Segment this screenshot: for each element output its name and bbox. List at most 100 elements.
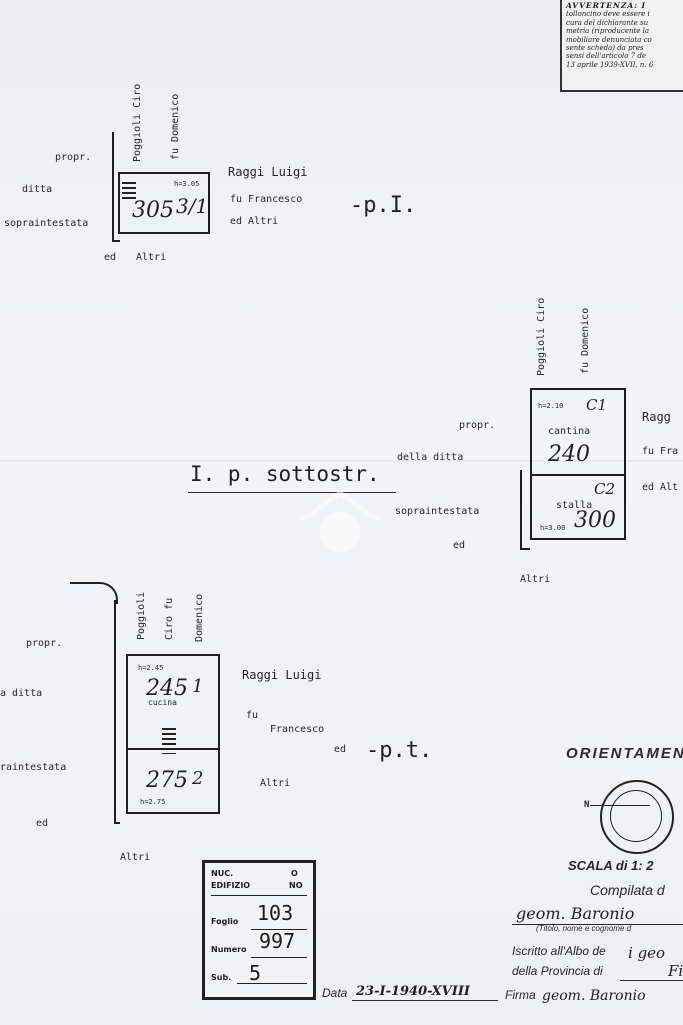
north-label: N [584,800,590,810]
room-plan [530,472,626,540]
room-height: h=2.10 [538,402,564,410]
others-label: ed [104,252,117,263]
others-label: ed [453,540,466,551]
date-label: Data [322,986,348,1000]
room-sub: 3/1 [176,194,209,218]
room-height: h=2.45 [138,664,164,672]
owner-label: ditta [22,184,53,195]
owner-label: propr. [55,152,92,163]
room-plan [118,172,210,234]
name-caption: (Titolo, nome e cognome d [536,924,632,933]
room-code: C2 [594,480,616,498]
foglio-value: 103 [257,901,294,925]
title-underline [188,492,396,493]
warning-line: sensi dell'articolo 7 de [566,52,647,61]
neighbor-father-vertical: Domenico [194,593,205,642]
foglio-label: Foglio [211,917,239,926]
room-number: 305 [132,198,174,223]
owner-label: propr. [459,420,496,431]
watermark-logo-icon [298,490,382,552]
neighbor-others: Altri [260,778,291,789]
room-code: C1 [586,396,608,414]
owner-label: della ditta [397,452,464,463]
orientation-label: ORIENTAMEN [566,745,683,762]
warning-line: cura del dichiarante su [566,18,649,27]
neighbor-ed: ed [334,744,347,755]
room-plan [126,746,220,814]
edificio-end: NO [289,881,303,890]
signature-label: Firma [505,988,536,1002]
owner-label: propr. [26,638,63,649]
province-label: della Provincia di [512,964,603,978]
cadastral-stamp: NUC. O EDIFIZIO NO Foglio 103 Numero 997… [202,860,316,1000]
stamp-divider [251,957,307,958]
neighbor-father-vertical: Ciro fu [164,597,175,640]
room-sub: 1 [192,676,204,697]
warning-line: 13 aprile 1939-XVII, n. 6 [566,60,654,69]
neighbor-father: fu Francesco [230,194,303,205]
neighbor-fu: fu [246,710,259,721]
room-number: 240 [548,442,590,467]
province-underline [620,980,683,981]
albo-value: i geo [628,944,666,962]
room-name: stalla [556,500,593,511]
neighbor-father-vertical: fu Domenico [170,93,181,160]
stamp-divider [251,929,307,930]
edificio-label: EDIFIZIO [211,881,251,890]
warning-line: mobiliare denunciata co [566,35,652,44]
neighbor-father: Francesco [270,724,325,735]
surveyor-name: geom. Baronio [516,904,635,923]
wall-curve [70,582,118,604]
sub-value: 5 [249,961,262,985]
room-height: h=3.05 [174,180,200,188]
stamp-divider [211,895,307,896]
stair-icon [162,728,176,754]
stamp-divider [237,983,307,984]
owner-label: a ditta [0,688,43,699]
basement-title: I. p. sottostr. [190,462,380,486]
province-value: Fi [668,962,683,980]
neighbor-name-vertical: Poggioli Ciro [536,297,547,376]
neighbor-others: ed Alt [642,482,679,493]
warning-line: metria (riproducente la [566,27,650,36]
room-name: cucina [148,698,177,707]
neighbor-father-vertical: fu Domenico [580,307,591,374]
room-number: 275 [146,768,188,793]
neighbor-name-vertical: Poggioli [136,591,147,640]
wall-line [114,600,120,824]
numero-label: Numero [211,945,247,954]
room-name: cantina [548,426,591,437]
stair-icon [122,182,136,202]
scale-label: SCALA di 1: 2 [568,858,654,873]
owner-label: raintestata [0,762,67,773]
owner-label: sopraintestata [395,506,480,517]
neighbor-name-vertical: Poggioli Ciro [132,83,143,162]
signature-value: geom. Baronio [542,988,646,1004]
room-number: 300 [574,508,616,533]
name-underline [512,924,683,925]
date-value: 23-I-1940-XVIII [356,984,471,999]
room-plan [530,388,626,476]
room-sub: 2 [192,768,204,789]
wall-line [520,470,530,550]
date-underline [352,1000,498,1001]
compiled-label: Compilata d [590,882,665,898]
nuc-end: O [291,869,298,878]
room-number: 245 [146,676,188,701]
nuc-label: NUC. [211,869,234,878]
compass-icon [600,780,674,854]
neighbor-name: Raggi Luigi [242,668,322,682]
albo-label: Iscritto all'Albo de [512,944,606,958]
others-label: ed [36,818,49,829]
owner-label: sopraintestata [4,218,89,229]
floor-label: -p.I. [350,193,417,218]
sub-label: Sub. [211,973,232,982]
others-label: Altri [520,574,551,585]
room-height: h=2.75 [140,798,166,806]
neighbor-name: Raggi Luigi [228,165,308,179]
neighbor-others: ed Altri [230,216,279,227]
paper-fold [0,460,683,462]
floor-label: -p.t. [366,738,433,763]
neighbor-father: fu Fra [642,446,679,457]
